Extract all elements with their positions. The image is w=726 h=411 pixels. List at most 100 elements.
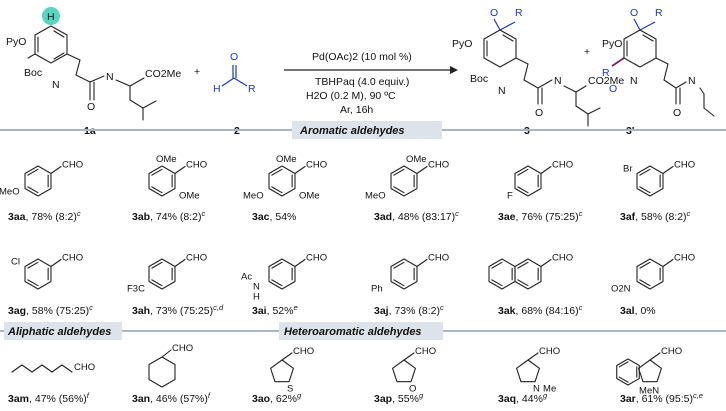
reactant-2: O H R 2 bbox=[213, 51, 256, 137]
cho-group: CHO bbox=[539, 346, 560, 357]
cho-group: CHO bbox=[306, 160, 327, 171]
entry-footnote: c bbox=[455, 209, 459, 218]
entry-label: 3ak, 68% (84:16)c bbox=[498, 303, 583, 317]
atom-o-p3p-b: O bbox=[609, 83, 617, 95]
substituent: OMe bbox=[299, 191, 320, 202]
entry-id: 3am bbox=[8, 393, 29, 405]
entry-id: 3af bbox=[620, 211, 636, 223]
entry-label: 3ao, 62%g bbox=[252, 391, 302, 405]
cho-group: CHO bbox=[674, 160, 695, 171]
entry-3ag: CHO Cl 3ag, 58% (75:25)c bbox=[8, 253, 93, 318]
entry-yield: , 47% (56%) bbox=[29, 393, 87, 405]
entry-yield: , 68% (84:16) bbox=[516, 305, 579, 317]
substituent: MeN bbox=[639, 386, 659, 397]
entry-id: 3ad bbox=[374, 211, 392, 223]
atom-n2: N bbox=[106, 71, 114, 83]
entry-label: 3aj, 73% (8:2)c bbox=[374, 303, 444, 317]
substituent: OMe bbox=[276, 154, 297, 165]
heteroatom: N bbox=[533, 384, 540, 395]
substituent: Ac bbox=[241, 272, 252, 283]
entry-label: 3an, 46% (57%)f bbox=[132, 391, 211, 405]
condition-solvent: H2O (0.2 M), 90 ºC bbox=[306, 90, 396, 102]
h-highlight-icon bbox=[42, 7, 60, 25]
atom-o1: O bbox=[87, 101, 95, 113]
entry-footnote: c bbox=[687, 209, 691, 218]
entry-footnote: e bbox=[293, 303, 297, 312]
entry-3af: CHO Br 3af, 58% (8:2)c bbox=[620, 160, 695, 224]
cho-group: CHO bbox=[74, 362, 95, 373]
entry-yield: , 62% bbox=[270, 393, 297, 405]
entry-label: 3aq, 44%g bbox=[498, 391, 548, 405]
atom-n-p3b: N bbox=[554, 75, 562, 87]
entry-yield: , 73% (75:25) bbox=[150, 305, 213, 317]
entry-yield: , 78% (8:2) bbox=[26, 211, 77, 223]
entry-id: 3al bbox=[620, 305, 635, 317]
plus-sign-1: + bbox=[194, 66, 200, 78]
product-3: O R PyO Boc N O N CO2Me 3 bbox=[452, 7, 624, 137]
entry-id: 3ao bbox=[252, 393, 270, 405]
substituent: MeO bbox=[365, 191, 386, 202]
entry-id: 3ai bbox=[252, 305, 267, 317]
entry-yield: , 73% (8:2) bbox=[389, 305, 440, 317]
entry-footnote: c,e bbox=[693, 391, 703, 400]
entry-id: 3ap bbox=[374, 393, 392, 405]
entry-label: 3am, 47% (56%)f bbox=[8, 391, 90, 405]
atom-o-p3p-c: O bbox=[673, 107, 681, 119]
entry-label: 3al, 0% bbox=[620, 305, 656, 317]
cho-group: CHO bbox=[661, 346, 682, 357]
substituent: Br bbox=[623, 164, 633, 175]
entry-footnote: c,d bbox=[213, 303, 224, 312]
plus-sign-2: + bbox=[584, 46, 590, 58]
cho-group: CHO bbox=[674, 253, 695, 264]
atom-pyo: PyO bbox=[6, 36, 26, 48]
heteroatom: O bbox=[409, 384, 416, 395]
entry-label: 3ac, 54% bbox=[252, 211, 296, 223]
entry-footnote: c bbox=[579, 209, 583, 218]
atom-n-p3p-b: N bbox=[688, 75, 696, 87]
entry-id: 3ah bbox=[132, 305, 150, 317]
atom-o-p3b: O bbox=[535, 107, 543, 119]
banner-aromatic bbox=[292, 121, 442, 139]
substituent: OMe bbox=[156, 154, 177, 165]
substituent: Cl bbox=[11, 257, 20, 268]
atom-n-p3a: N bbox=[498, 85, 506, 97]
entry-label: 3ag, 58% (75:25)c bbox=[8, 303, 93, 317]
entry-footnote: c bbox=[579, 303, 583, 312]
atom-co2me-p3: CO2Me bbox=[588, 75, 624, 87]
entry-footnote: g bbox=[543, 391, 548, 400]
heading-aliphatic: Aliphatic aldehydes bbox=[7, 326, 111, 338]
entry-yield: , 74% (8:2) bbox=[150, 211, 201, 223]
entry-footnote: f bbox=[208, 391, 211, 400]
cho-group: CHO bbox=[62, 160, 83, 171]
atom-co2me: CO2Me bbox=[145, 68, 181, 80]
banner-aliphatic bbox=[4, 322, 122, 340]
atom-o-p3p: O bbox=[630, 7, 638, 19]
substituent: F3C bbox=[127, 284, 145, 295]
substituent: N bbox=[253, 282, 260, 293]
substituent: Me bbox=[543, 384, 556, 395]
entry-label: 3ab, 74% (8:2)c bbox=[132, 209, 205, 223]
atom-pyo-p3p: PyO bbox=[602, 38, 622, 50]
entry-footnote: f bbox=[87, 391, 90, 400]
atom-o-p3: O bbox=[490, 7, 498, 19]
cho-group: CHO bbox=[62, 253, 83, 264]
entry-id: 3aq bbox=[498, 393, 516, 405]
entry-yield: , 58% (8:2) bbox=[635, 211, 686, 223]
atom-o-ald: O bbox=[230, 51, 238, 63]
entry-id: 3aa bbox=[8, 211, 26, 223]
entry-label: 3ae, 76% (75:25)c bbox=[498, 209, 583, 223]
banner-heteroaromatic bbox=[279, 322, 443, 340]
cho-group: CHO bbox=[415, 346, 436, 357]
